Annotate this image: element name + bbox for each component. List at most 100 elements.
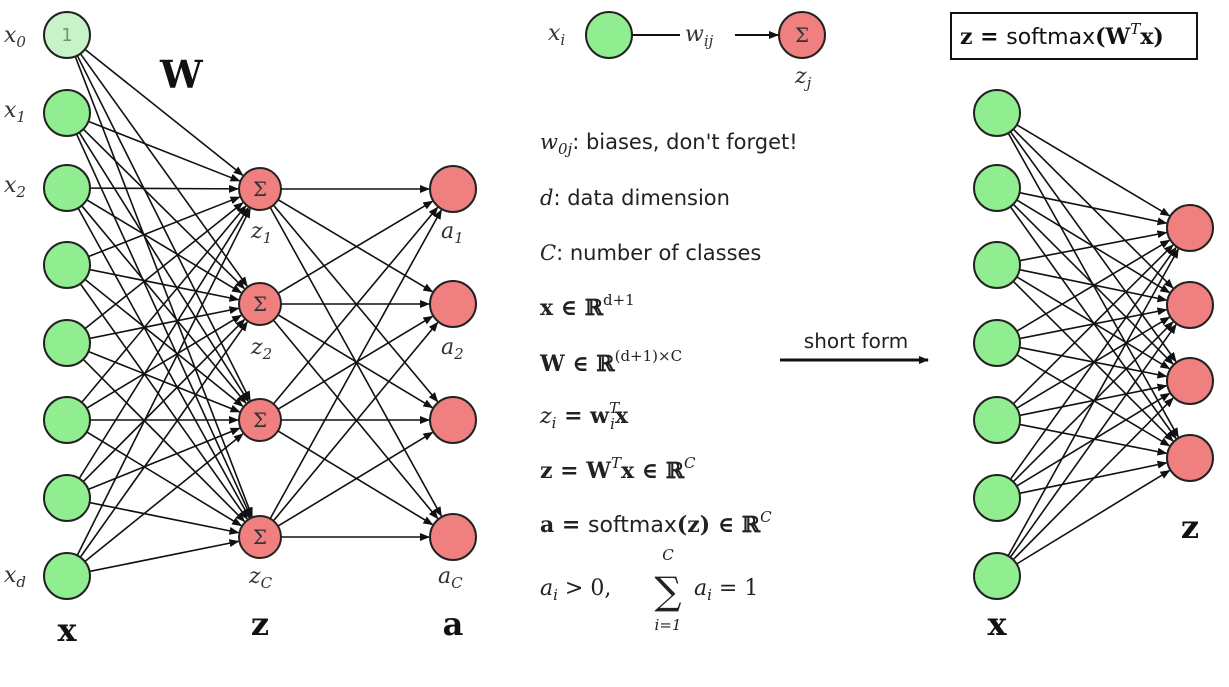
- legend: xi wij Σ zj: [548, 11, 826, 92]
- edge-z1-a0: [277, 200, 434, 294]
- zC-label: zC: [248, 564, 273, 592]
- edge-x0-z3: [74, 56, 253, 518]
- edge-x0-z1: [79, 53, 248, 287]
- legend-wij-label: wij: [685, 22, 714, 50]
- short-form-z-label: z: [1181, 508, 1199, 546]
- sum-symbol: ∑: [654, 569, 681, 613]
- edge-z1-a2: [277, 314, 434, 409]
- edge-x7-z2: [84, 433, 244, 563]
- z-node-2: Σ: [238, 398, 282, 442]
- bias-node-circle: [43, 11, 91, 59]
- softmax-formula-box: [950, 12, 1198, 60]
- edge-x1-z3: [75, 133, 252, 518]
- input-node-7-circle: [43, 552, 91, 600]
- sf-input-node-5-circle: [973, 474, 1021, 522]
- a-layer: [429, 165, 477, 561]
- sf-z-node-1: [1166, 281, 1214, 329]
- sf-z-node-1-circle: [1166, 281, 1214, 329]
- edge-x2-z3: [77, 207, 251, 519]
- sf-input-node-0-circle: [973, 89, 1021, 137]
- note-number-of-classes: C: number of classes: [540, 241, 761, 265]
- notes: w0j: biases, don't forget! d: data dimen…: [539, 130, 798, 634]
- a-node-1: [429, 280, 477, 328]
- sf-edge-x0-z0: [1016, 124, 1171, 217]
- sf-edge-x4-z0: [1012, 244, 1174, 405]
- edge-x1-z0: [88, 120, 241, 182]
- edge-x7-z1: [79, 321, 248, 558]
- sf-input-node-3: [973, 319, 1021, 367]
- sf-z-node-3: [1166, 434, 1214, 482]
- a1-label: a1: [441, 219, 464, 247]
- sf-input-node-6-circle: [973, 552, 1021, 600]
- z-node-1: Σ: [238, 282, 282, 326]
- input-node-7: [43, 552, 91, 600]
- short-form-label: short form: [804, 329, 908, 353]
- eq-constraint-left: ai > 0,: [540, 576, 611, 604]
- a-node-0: [429, 165, 477, 213]
- edge-x4-z1: [89, 306, 240, 340]
- z-node-0-circle: [238, 167, 282, 211]
- sf-edge-x5-z0: [1009, 246, 1177, 480]
- legend-zj-label: zj: [794, 64, 812, 92]
- legend-sigma: Σ: [795, 23, 809, 47]
- sf-edge-x4-z2: [1019, 383, 1168, 417]
- edge-x6-z3: [89, 501, 240, 535]
- a-node-2-circle: [429, 396, 477, 444]
- layer-label-z: z: [251, 605, 269, 643]
- a-node-2: [429, 396, 477, 444]
- edge-x1-z2: [78, 132, 249, 403]
- legend-input-node: [585, 11, 633, 59]
- edge-x6-z2: [88, 427, 241, 491]
- z1-label: z1: [250, 219, 272, 247]
- a-node-3: [429, 513, 477, 561]
- edge-x7-z0: [76, 207, 251, 556]
- sf-input-node-4: [973, 396, 1021, 444]
- sf-input-node-1-circle: [973, 164, 1021, 212]
- short-form-z-layer: [1166, 204, 1214, 482]
- edge-x4-z0: [84, 202, 244, 330]
- eq-x-dim: x ∈ ℝd+1: [540, 291, 635, 321]
- edge-x5-z1: [86, 314, 243, 409]
- input-label-x2: x2: [4, 173, 26, 201]
- input-node-4-circle: [43, 319, 91, 367]
- z-node-2-circle: [238, 398, 282, 442]
- input-to-z-edges: [74, 48, 253, 573]
- layer-label-a: a: [443, 605, 464, 643]
- sf-input-node-5: [973, 474, 1021, 522]
- input-label-xd: xd: [4, 563, 26, 591]
- sum-lower-limit: i=1: [655, 616, 682, 634]
- sf-z-node-2: [1166, 357, 1214, 405]
- softmax-formula: z = softmax(WTx): [960, 20, 1164, 50]
- eq-W-dim: W ∈ ℝ(d+1)×C: [539, 347, 682, 377]
- z-node-3-sigma: Σ: [253, 525, 267, 549]
- layer-label-x: x: [57, 611, 77, 649]
- sf-z-node-2-circle: [1166, 357, 1214, 405]
- z-node-1-circle: [238, 282, 282, 326]
- a-node-1-circle: [429, 280, 477, 328]
- z-node-3-circle: [238, 515, 282, 559]
- input-node-2-circle: [43, 164, 91, 212]
- sf-edge-x6-z3: [1016, 469, 1171, 565]
- edge-z2-a0: [272, 206, 439, 405]
- input-node-6: [43, 474, 91, 522]
- bias-node-label: 1: [61, 25, 72, 46]
- eq-constraint-right: ai = 1: [694, 576, 758, 604]
- sf-edge-x3-z0: [1016, 239, 1171, 332]
- z-node-2-sigma: Σ: [253, 408, 267, 432]
- edge-x3-z1: [89, 268, 240, 302]
- note-data-dimension: d: data dimension: [540, 186, 730, 210]
- sf-input-node-6: [973, 552, 1021, 600]
- edge-z3-a2: [277, 431, 434, 527]
- z-node-3: Σ: [238, 515, 282, 559]
- sf-input-node-0: [973, 89, 1021, 137]
- input-node-1-circle: [43, 89, 91, 137]
- input-label-x1: x1: [4, 98, 26, 126]
- sf-z-node-0: [1166, 204, 1214, 252]
- input-node-6-circle: [43, 474, 91, 522]
- edge-z0-a1: [277, 199, 434, 293]
- note-biases: w0j: biases, don't forget!: [540, 130, 798, 158]
- sf-edge-x1-z0: [1019, 191, 1168, 226]
